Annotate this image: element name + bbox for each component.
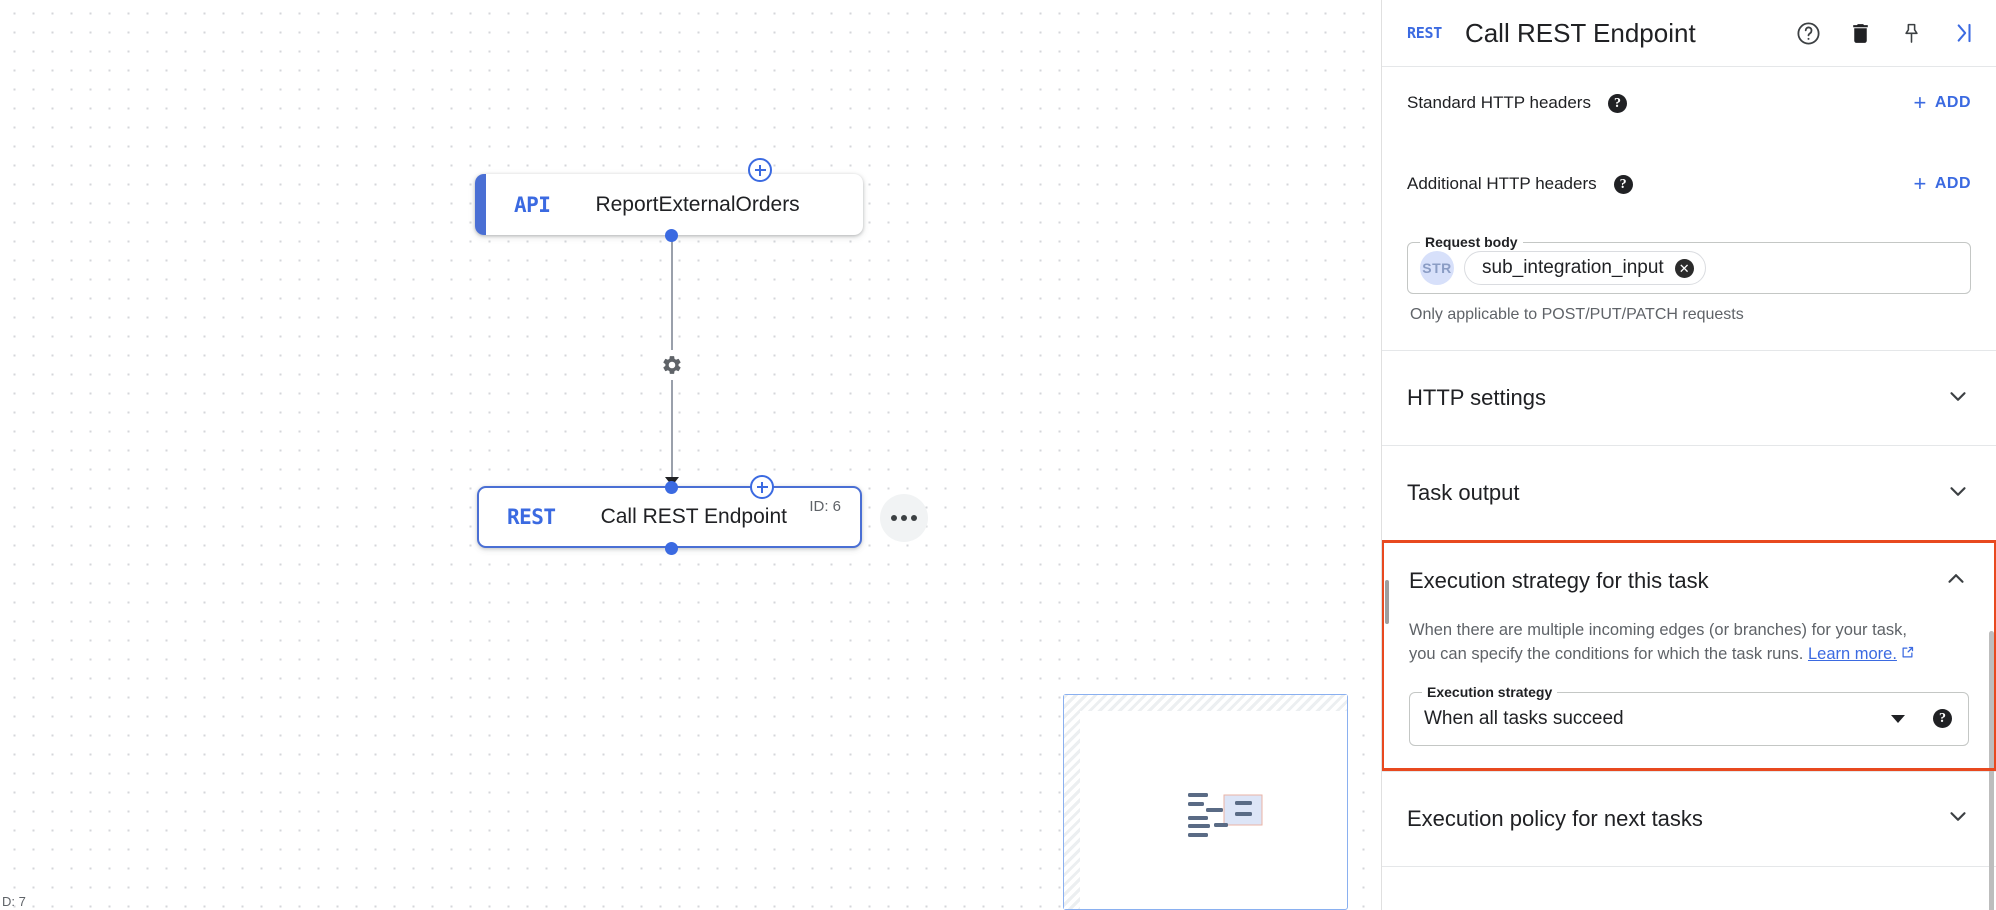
node-more-options-button[interactable]: [880, 494, 928, 542]
add-additional-header-button[interactable]: + ADD: [1913, 173, 1971, 195]
section-execution-policy[interactable]: Execution policy for next tasks: [1382, 772, 1996, 866]
node-output-port[interactable]: [665, 542, 678, 555]
plus-icon: +: [1913, 90, 1927, 115]
external-link-icon[interactable]: [1900, 644, 1915, 668]
help-icon[interactable]: [1795, 20, 1822, 47]
chevron-up-icon[interactable]: [1943, 566, 1969, 597]
execution-strategy-description: When there are multiple incoming edges (…: [1409, 619, 1969, 672]
workflow-node-api[interactable]: API ReportExternalOrders: [475, 174, 863, 235]
more-dot: [891, 515, 897, 521]
panel-type-badge: REST: [1407, 24, 1442, 42]
section-http-settings[interactable]: HTTP settings: [1382, 351, 1996, 445]
panel-header: REST Call REST Endpoint: [1382, 0, 1996, 67]
divider: [1382, 865, 1996, 867]
node-input-port[interactable]: [665, 481, 678, 494]
canvas-zoom-label: D: 7: [2, 894, 26, 909]
chevron-down-icon[interactable]: [1945, 803, 1971, 834]
panel-scrollbar-thumb[interactable]: [1385, 580, 1389, 624]
variable-chip-label: sub_integration_input: [1482, 257, 1664, 278]
collapse-panel-icon[interactable]: [1950, 20, 1976, 46]
learn-more-link[interactable]: Learn more.: [1807, 644, 1897, 663]
execution-strategy-section: Execution strategy for this task When th…: [1384, 543, 1994, 746]
help-icon[interactable]: ?: [1933, 709, 1952, 729]
execution-strategy-highlight: Execution strategy for this task When th…: [1382, 540, 1996, 771]
node-id-label: ID: 6: [809, 498, 841, 515]
node-type-badge: REST: [507, 505, 556, 529]
node-title: Call REST Endpoint: [600, 505, 787, 528]
section-title: Task output: [1407, 480, 1520, 505]
request-body-hint: Only applicable to POST/PUT/PATCH reques…: [1410, 306, 1744, 323]
execution-strategy-legend: Execution strategy: [1422, 683, 1558, 700]
standard-http-headers-label: Standard HTTP headers: [1407, 93, 1591, 112]
chevron-down-icon[interactable]: [1945, 478, 1971, 509]
execution-strategy-select[interactable]: Execution strategy When all tasks succee…: [1409, 683, 1969, 746]
type-badge-str: STR: [1420, 251, 1454, 285]
request-body-legend: Request body: [1420, 234, 1523, 250]
add-label: ADD: [1934, 94, 1971, 111]
divider: [1382, 770, 1996, 772]
add-node-button-bottom[interactable]: [750, 475, 774, 499]
workflow-canvas[interactable]: API ReportExternalOrders REST Call REST …: [0, 0, 1381, 910]
edge-settings-gear-icon[interactable]: [657, 350, 687, 380]
task-config-panel: REST Call REST Endpoint: [1381, 0, 1996, 910]
chevron-down-icon[interactable]: [1945, 383, 1971, 414]
divider: [1382, 445, 1996, 446]
additional-http-headers-row: Additional HTTP headers ? + ADD: [1382, 164, 1996, 204]
pin-icon[interactable]: [1899, 21, 1924, 46]
description-line-2: you can specify the conditions for which…: [1409, 644, 1804, 663]
standard-http-headers-row: Standard HTTP headers ? + ADD: [1382, 83, 1996, 123]
node-type-badge: API: [514, 192, 551, 217]
add-label: ADD: [1934, 175, 1971, 192]
empty-state-icon: [1188, 790, 1263, 850]
add-node-button-top[interactable]: [748, 158, 772, 182]
help-icon[interactable]: ?: [1607, 93, 1627, 113]
section-execution-strategy[interactable]: Execution strategy for this task: [1384, 543, 1994, 619]
section-title: HTTP settings: [1407, 385, 1546, 410]
canvas-placeholder-card[interactable]: [1063, 694, 1348, 910]
add-standard-header-button[interactable]: + ADD: [1913, 92, 1971, 114]
node-title: ReportExternalOrders: [595, 192, 800, 216]
help-icon[interactable]: ?: [1613, 174, 1633, 194]
section-task-output[interactable]: Task output: [1382, 446, 1996, 540]
more-dot: [901, 515, 907, 521]
execution-strategy-value: When all tasks succeed: [1424, 707, 1624, 729]
variable-chip[interactable]: sub_integration_input ✕: [1464, 251, 1706, 285]
plus-icon: +: [1913, 171, 1927, 196]
remove-variable-icon[interactable]: ✕: [1674, 258, 1694, 278]
panel-body: Standard HTTP headers ? + ADD Additional…: [1382, 83, 1996, 910]
section-title: Execution policy for next tasks: [1407, 805, 1703, 831]
workflow-node-rest[interactable]: REST Call REST Endpoint ID: 6: [477, 486, 862, 548]
node-accent-bar: [475, 174, 486, 235]
description-line-1: When there are multiple incoming edges (…: [1409, 621, 1907, 639]
chevron-down-icon[interactable]: [1891, 714, 1905, 723]
panel-title: Call REST Endpoint: [1464, 17, 1696, 48]
delete-icon[interactable]: [1848, 21, 1873, 46]
section-title: Execution strategy for this task: [1409, 568, 1709, 593]
divider: [1382, 350, 1996, 351]
additional-http-headers-label: Additional HTTP headers: [1407, 174, 1597, 193]
more-dot: [911, 515, 917, 521]
request-body-field[interactable]: Request body STR sub_integration_input ✕: [1407, 234, 1971, 294]
node-output-port[interactable]: [665, 229, 678, 242]
placeholder-hatch-pattern: [1064, 695, 1347, 909]
panel-header-actions: [1795, 20, 1976, 47]
